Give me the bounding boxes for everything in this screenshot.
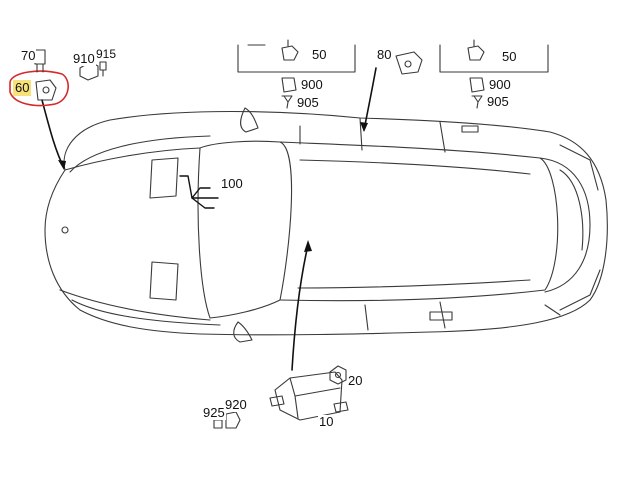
label-part-50-left: 50 — [311, 47, 328, 62]
label-part-905-right: 905 — [486, 94, 510, 109]
part-915-icon — [99, 61, 107, 77]
label-part-50-right: 50 — [501, 49, 518, 64]
part-920-icon — [225, 411, 241, 429]
part-60-icon — [35, 79, 57, 101]
part-900-left-icon — [281, 77, 297, 93]
label-part-80: 80 — [376, 47, 393, 62]
label-part-915: 915 — [95, 47, 118, 61]
control-unit-10-icon — [269, 371, 349, 421]
label-part-900-right: 900 — [488, 77, 512, 92]
part-905-left-icon — [281, 95, 293, 109]
label-part-910: 910 — [72, 51, 96, 66]
part-70-icon — [34, 49, 46, 73]
part-925-icon — [213, 419, 223, 429]
car-body — [44, 107, 608, 343]
label-part-60: 60 — [13, 80, 32, 96]
arrow-heads — [58, 122, 368, 252]
label-part-20: 20 — [347, 373, 364, 388]
part-50-left-icon — [281, 39, 299, 61]
wiring-symbol — [179, 175, 219, 209]
label-part-900-left: 900 — [300, 77, 324, 92]
label-part-925: 925 — [202, 405, 226, 420]
label-part-100: 100 — [220, 176, 244, 191]
callout-frame-right — [439, 44, 549, 73]
part-50-right-icon — [467, 39, 485, 61]
part-900-right-icon — [469, 77, 485, 93]
label-part-10: 10 — [318, 414, 335, 429]
part-80-icon — [395, 51, 423, 75]
label-part-920: 920 — [224, 397, 248, 412]
part-20-icon — [329, 365, 347, 385]
red-highlight-circle — [9, 70, 69, 107]
label-part-70: 70 — [20, 48, 37, 63]
label-part-905-left: 905 — [296, 95, 320, 110]
part-905-right-icon — [471, 95, 483, 109]
callout-frame-left — [237, 44, 356, 73]
